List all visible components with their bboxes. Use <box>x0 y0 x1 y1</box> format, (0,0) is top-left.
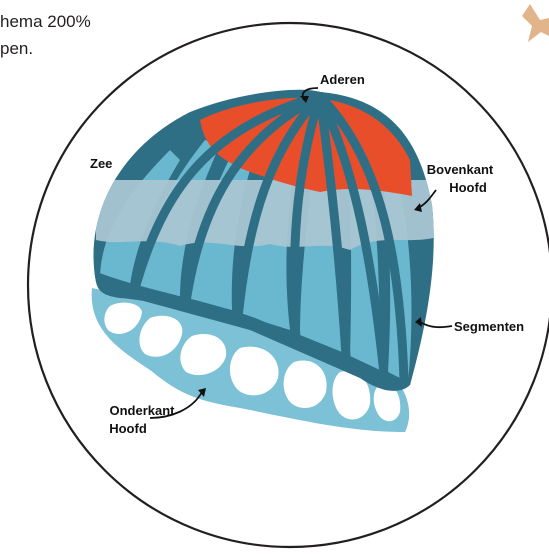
label-sea: Zee <box>90 156 112 171</box>
starfish-icon <box>522 4 549 42</box>
label-bottom-head-line-2: Hoofd <box>109 421 147 436</box>
label-top-head-line-2: Hoofd <box>449 180 487 195</box>
label-top-head-line-1: Bovenkant <box>427 162 494 177</box>
label-segments: Segmenten <box>454 319 524 334</box>
label-veins: Aderen <box>320 72 365 87</box>
label-bottom-head-line-1: Onderkant <box>109 403 175 418</box>
